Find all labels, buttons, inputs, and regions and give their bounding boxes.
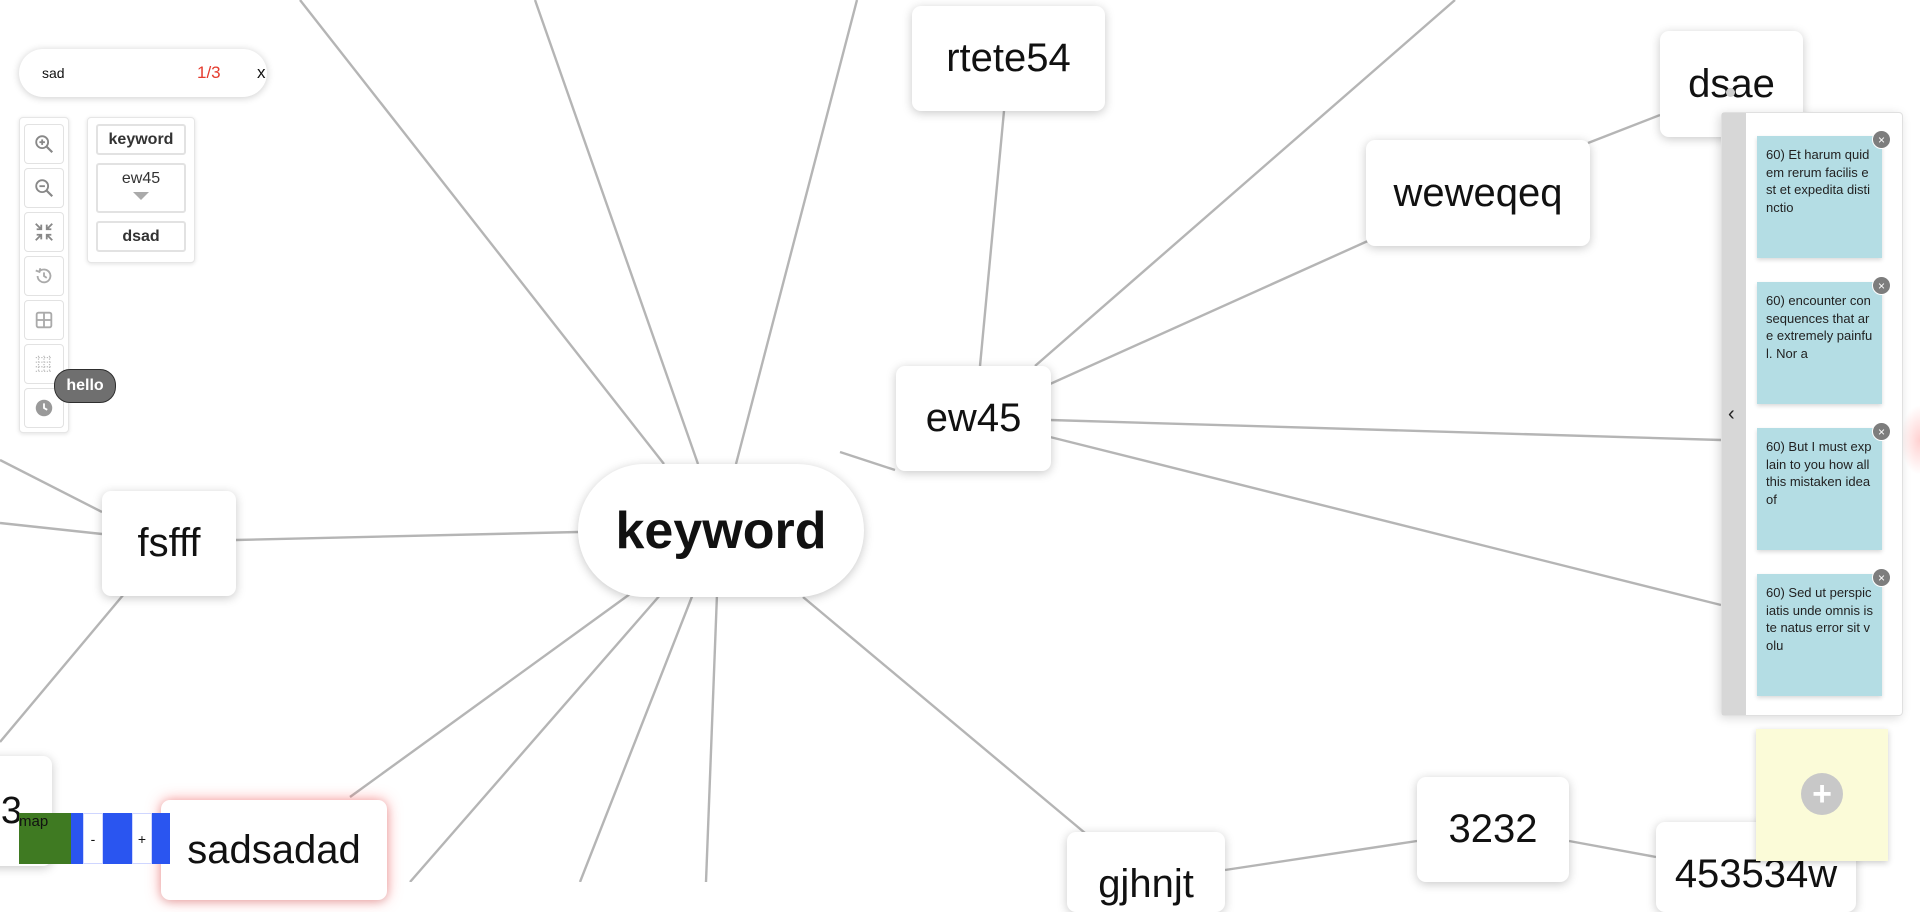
minimap-control: map - + [19, 813, 170, 864]
dotted-grid-icon [35, 355, 53, 373]
node-fsfff[interactable]: fsfff [102, 491, 236, 596]
offscreen-node-glow [1900, 405, 1920, 475]
node-3232[interactable]: 3232 [1417, 777, 1569, 882]
node-ew45[interactable]: ew45 [896, 366, 1051, 471]
panel-anchor-dot [1726, 88, 1735, 97]
history-icon [35, 267, 52, 284]
node-sadsadad[interactable]: sadsadad [161, 800, 387, 900]
view-toolbar [19, 117, 69, 433]
minimap-label: map [19, 813, 49, 830]
path-item-ew45[interactable]: ew45 [96, 163, 186, 213]
sticky-note[interactable]: 60) But I must explain to you how all th… [1757, 428, 1882, 550]
sticky-note[interactable]: 60) encounter consequences that are extr… [1757, 282, 1882, 404]
search-input[interactable]: sad [42, 65, 65, 81]
grid-icon [35, 311, 53, 329]
minimap-preview[interactable] [19, 813, 71, 864]
close-note-icon[interactable]: × [1872, 568, 1891, 587]
node-path-breadcrumb: keyword ew45 dsad [87, 117, 195, 263]
path-item-keyword[interactable]: keyword [96, 124, 186, 155]
zoom-out-icon [35, 179, 54, 198]
search-close-button[interactable]: x [257, 63, 266, 82]
zoom-in-button[interactable] [24, 124, 64, 164]
chevron-left-icon: ‹ [1728, 403, 1735, 425]
node-gjhnjt[interactable]: gjhnjt [1067, 832, 1225, 912]
notes-panel: ‹ 60) Et harum quidem rerum facilis est … [1721, 112, 1903, 716]
plus-icon: + [1801, 773, 1843, 815]
clock-icon [35, 399, 53, 417]
close-note-icon[interactable]: × [1872, 130, 1891, 149]
zoom-in-icon [35, 135, 54, 154]
path-item-dsad[interactable]: dsad [96, 221, 186, 252]
caret-down-icon [133, 192, 149, 200]
zoom-out-button[interactable] [24, 168, 64, 208]
close-note-icon[interactable]: × [1872, 276, 1891, 295]
minimap-zoom-out-button[interactable]: - [83, 813, 103, 864]
notes-collapse-rail[interactable]: ‹ [1722, 113, 1746, 715]
fit-to-screen-button[interactable] [24, 212, 64, 252]
search-match-count: 1/3 [197, 63, 221, 82]
connector-lines [0, 0, 1722, 882]
layout-button[interactable] [24, 300, 64, 340]
history-button[interactable] [24, 256, 64, 296]
tooltip: hello [54, 369, 116, 403]
minimap-zoom-in-button[interactable]: + [132, 813, 152, 864]
close-note-icon[interactable]: × [1872, 422, 1891, 441]
add-note-button[interactable]: + [1756, 729, 1888, 861]
node-rtete54[interactable]: rtete54 [912, 6, 1105, 111]
node-root-keyword[interactable]: keyword [578, 464, 864, 597]
search-box: sad 1/3 x [19, 49, 267, 97]
sticky-note[interactable]: 60) Et harum quidem rerum facilis est et… [1757, 136, 1882, 258]
sticky-note[interactable]: 60) Sed ut perspiciatis unde omnis iste … [1757, 574, 1882, 696]
shrink-arrows-icon [35, 223, 53, 241]
node-weweqeq[interactable]: weweqeq [1366, 140, 1590, 246]
path-item-label: ew45 [121, 170, 161, 187]
